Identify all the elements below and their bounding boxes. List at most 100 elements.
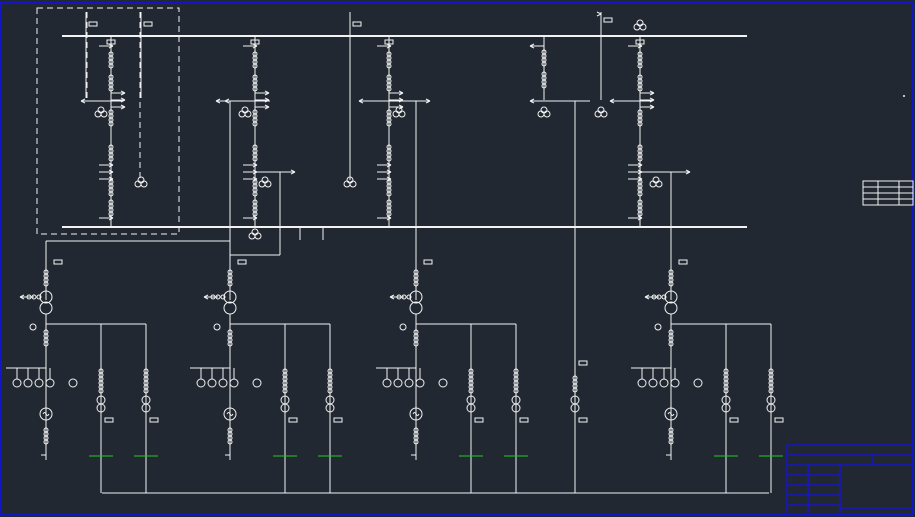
arrow-head (637, 162, 643, 166)
small-vt-icon (399, 323, 407, 331)
arrow-head (252, 45, 258, 49)
transformer-winding-icon (721, 403, 731, 413)
motor-icon (45, 378, 55, 388)
arrow-head (252, 43, 258, 47)
coil-turn (252, 121, 258, 127)
voltage-transformer-icon (349, 180, 357, 188)
motor-icon (637, 378, 647, 388)
arrow-head (108, 171, 114, 175)
breaker-box (384, 39, 394, 45)
motor-icon (648, 378, 658, 388)
transformer-winding-icon (664, 301, 678, 315)
arrow-head (637, 217, 643, 221)
arrow-head (386, 164, 392, 168)
motor-icon (196, 378, 206, 388)
arrow-head (389, 296, 395, 300)
transformer-winding-icon (466, 403, 476, 413)
breaker-box (474, 417, 484, 423)
generator-wave (42, 412, 50, 416)
arrow-head (252, 164, 258, 168)
coil-turn (98, 388, 104, 394)
coil-turn (43, 281, 49, 287)
arrow-head (529, 98, 535, 102)
breaker-box (88, 21, 98, 27)
breaker-box (149, 417, 159, 423)
marker-dot (903, 95, 905, 97)
motor-icon (229, 378, 239, 388)
arrow-head (609, 100, 615, 104)
voltage-transformer-icon (251, 228, 259, 236)
arrow-head (120, 90, 126, 94)
coil-turn (386, 156, 392, 162)
arrow-head (358, 98, 364, 102)
arrow-head (108, 215, 114, 219)
arrow-head (264, 90, 270, 94)
breaker-box (143, 21, 153, 27)
voltage-transformer-icon (636, 19, 644, 27)
breaker-box (288, 417, 298, 423)
coil-turn (220, 294, 226, 300)
voltage-transformer-icon (639, 23, 647, 31)
voltage-transformer-icon (343, 180, 351, 188)
breaker-box (250, 39, 260, 45)
voltage-transformer-icon (649, 180, 657, 188)
arrow-head (386, 169, 392, 173)
arrow-head (80, 100, 86, 104)
generator-icon (39, 407, 53, 421)
coil-turn (637, 191, 643, 197)
breaker-box (237, 259, 247, 265)
coil-turn (227, 439, 233, 445)
transformer-winding-icon (325, 403, 335, 413)
motor-icon (207, 378, 217, 388)
coil-turn (656, 294, 662, 300)
coil-turn (252, 63, 258, 69)
breaker-box (519, 417, 529, 423)
arrow-head (644, 294, 650, 298)
breaker-box (106, 39, 116, 45)
voltage-transformer-icon (94, 110, 102, 118)
arrow-head (120, 106, 126, 110)
coil-turn (386, 63, 392, 69)
coil-turn (43, 439, 49, 445)
motor-icon (382, 378, 392, 388)
voltage-transformer-icon (258, 180, 266, 188)
arrow-head (389, 294, 395, 298)
arrow-head (19, 296, 25, 300)
transformer-winding-icon (39, 290, 53, 304)
arrow-head (398, 90, 404, 94)
arrow-head (108, 176, 114, 180)
arrow-head (108, 217, 114, 221)
coil-turn (768, 388, 774, 394)
arrow-head (637, 164, 643, 168)
transformer-winding-icon (664, 290, 678, 304)
coil-turn (108, 121, 114, 127)
voltage-transformer-icon (261, 176, 269, 184)
arrow-head (252, 176, 258, 180)
breaker-box (774, 417, 784, 423)
coil-turn (215, 294, 221, 300)
coil-turn (143, 388, 149, 394)
arrow-head (529, 43, 535, 47)
arrow-head (120, 92, 126, 96)
coil-turn (36, 294, 42, 300)
arrow-head (596, 13, 602, 17)
title-block (786, 444, 914, 516)
motor-icon (393, 378, 403, 388)
voltage-transformer-icon (238, 110, 246, 118)
breaker-box (578, 360, 588, 366)
coil-turn (386, 211, 392, 217)
coil-turn (406, 294, 412, 300)
coil-turn (637, 156, 643, 162)
arrow-head (290, 169, 296, 173)
voltage-transformer-icon (137, 176, 145, 184)
coil-turn (513, 388, 519, 394)
arrow-head (386, 171, 392, 175)
motor-icon (404, 378, 414, 388)
transformer-winding-icon (409, 290, 423, 304)
coil-turn (651, 294, 657, 300)
arrow-head (358, 100, 364, 104)
breaker-box (729, 417, 739, 423)
transformer-winding-icon (409, 301, 423, 315)
voltage-transformer-icon (652, 176, 660, 184)
